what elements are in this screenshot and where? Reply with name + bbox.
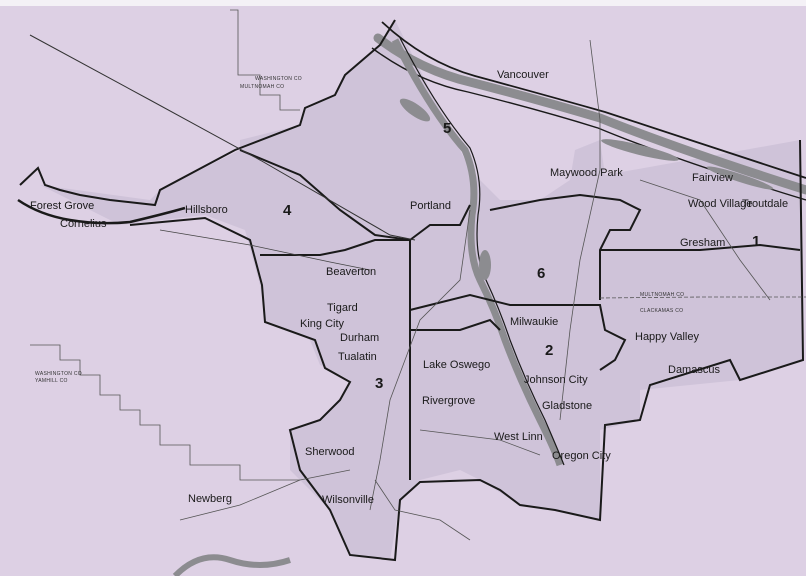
city-label: Gladstone	[542, 400, 592, 412]
city-label: Vancouver	[497, 69, 549, 81]
district-number: 1	[752, 233, 760, 250]
interstate-5	[369, 209, 471, 511]
highway-26	[159, 229, 371, 271]
district-number: 4	[283, 202, 292, 219]
city-label: Damascus	[668, 364, 720, 376]
district-line-6-2	[409, 293, 627, 371]
city-label: Gresham	[680, 237, 725, 249]
staircase-county-line-north	[230, 9, 300, 111]
willamette-river	[391, 38, 564, 467]
district-boundary	[19, 19, 396, 207]
road-label: WASHINGTON CO	[35, 371, 82, 377]
columbia-river	[373, 33, 806, 195]
city-label: Portland	[410, 200, 451, 212]
city-label: Sherwood	[305, 446, 355, 458]
road-newberg	[179, 469, 351, 521]
city-label: Forest Grove	[30, 200, 94, 212]
city-label: King City	[300, 318, 345, 330]
district-line-4-5	[239, 149, 471, 242]
district-number: 2	[545, 342, 553, 359]
city-label: Wilsonville	[322, 494, 374, 506]
city-label: Johnson City	[524, 374, 588, 386]
city-label: Hillsboro	[185, 204, 228, 216]
interstate-205	[559, 39, 601, 421]
tualatin-river-west	[17, 198, 186, 225]
road-label: MULTNOMAH CO	[640, 292, 684, 298]
road-label: MULTNOMAH CO	[240, 84, 284, 90]
city-label: West Linn	[494, 431, 543, 443]
columbia-river-edge	[381, 21, 806, 179]
district-number: 5	[443, 120, 451, 137]
road-southwest	[419, 429, 541, 456]
sunset-highway	[29, 34, 416, 241]
city-label: Newberg	[188, 493, 232, 505]
district-line-4-3	[260, 239, 411, 480]
columbia-river-south-edge	[371, 47, 806, 201]
road-label: WASHINGTON CO	[255, 76, 302, 82]
city-label: Beaverton	[326, 266, 376, 278]
city-label: Wood Village	[688, 198, 752, 210]
ross-island	[479, 250, 491, 280]
city-label: Durham	[340, 332, 379, 344]
road-east	[639, 179, 771, 301]
river-fragment-south	[172, 554, 291, 576]
district-number: 3	[375, 375, 383, 392]
city-label: Tualatin	[338, 351, 377, 363]
district-number: 6	[537, 265, 545, 282]
river-island	[399, 98, 431, 122]
city-label: Tigard	[327, 302, 358, 314]
city-label: Oregon City	[552, 450, 611, 462]
district-line-5-6	[489, 193, 642, 300]
district-line-2-1	[600, 243, 801, 251]
city-label: Lake Oswego	[423, 359, 490, 371]
city-label: Maywood Park	[550, 167, 623, 179]
road-wilsonville-south	[374, 479, 471, 541]
city-label: Troutdale	[742, 198, 788, 210]
river-island	[706, 166, 774, 190]
district-area	[40, 20, 803, 560]
district-boundary	[129, 139, 805, 562]
map-frame	[0, 0, 806, 6]
city-label: Cornelius	[60, 218, 107, 230]
city-label: Milwaukie	[510, 316, 558, 328]
highway-multnomah-line	[599, 296, 806, 299]
district-line-3-2	[410, 318, 501, 331]
road-label: YAMHILL CO	[35, 378, 68, 384]
staircase-county-line-west	[30, 344, 300, 481]
river-island	[601, 139, 679, 161]
city-label: Fairview	[692, 172, 733, 184]
road-label: CLACKAMAS CO	[640, 308, 683, 314]
city-label: Rivergrove	[422, 395, 475, 407]
city-label: Happy Valley	[635, 331, 699, 343]
